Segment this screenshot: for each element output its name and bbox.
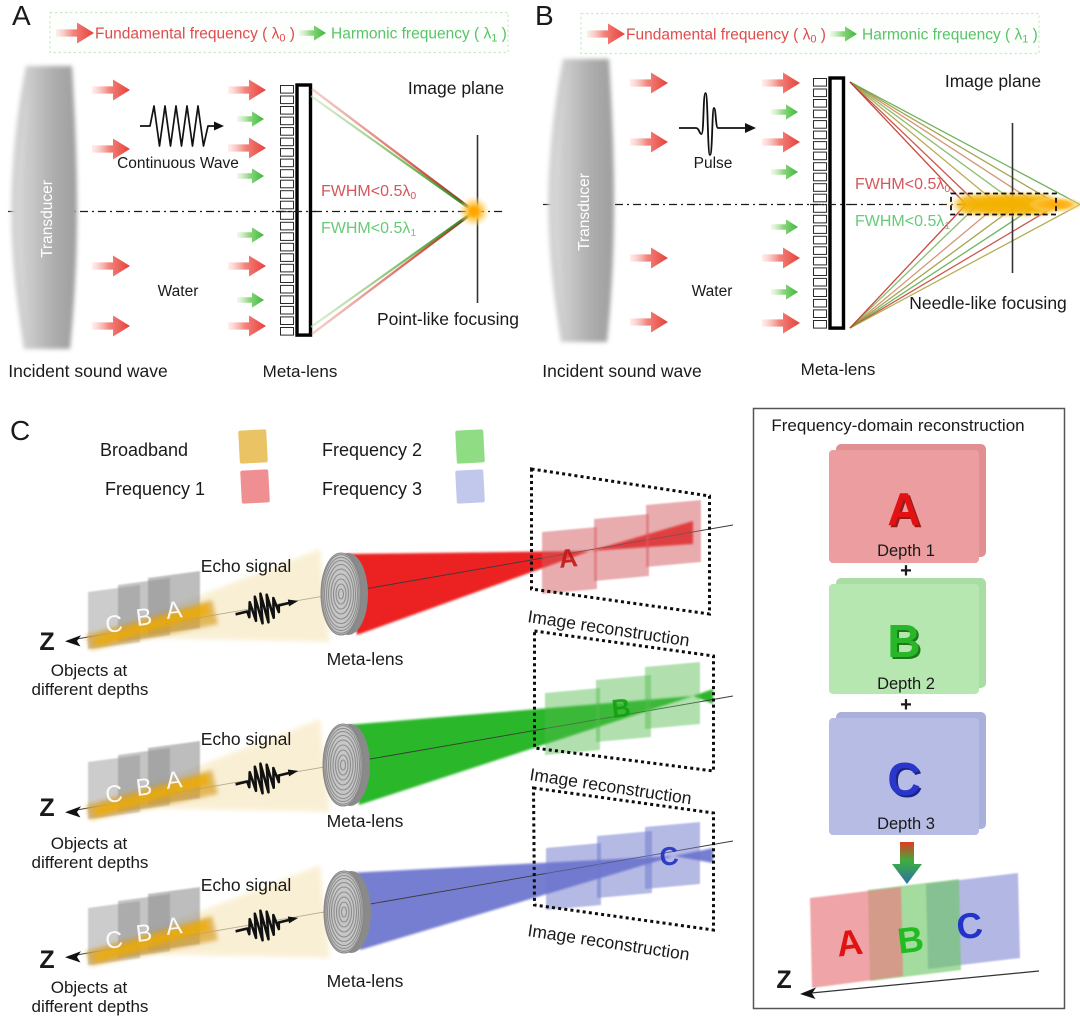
svg-text:Meta-lens: Meta-lens [327, 811, 404, 831]
svg-text:B: B [895, 918, 926, 962]
svg-text:C: C [889, 755, 922, 807]
svg-text:B: B [535, 0, 554, 31]
svg-text:FWHM<0.5λ0: FWHM<0.5λ0 [321, 183, 416, 202]
svg-text:Frequency-domain reconstructio: Frequency-domain reconstruction [771, 416, 1024, 435]
svg-text:Z: Z [39, 794, 54, 822]
svg-text:Meta-lens: Meta-lens [801, 360, 876, 379]
svg-text:A: A [164, 596, 183, 625]
svg-text:Meta-lens: Meta-lens [327, 971, 404, 991]
svg-text:Harmonic frequency ( λ1 ): Harmonic frequency ( λ1 ) [331, 26, 507, 45]
svg-text:Point-like focusing: Point-like focusing [377, 309, 519, 329]
svg-text:different depths: different depths [32, 997, 149, 1016]
svg-text:Echo signal: Echo signal [201, 875, 291, 895]
svg-text:B: B [889, 617, 922, 669]
svg-text:A: A [12, 0, 31, 31]
svg-text:Frequency 1: Frequency 1 [105, 479, 205, 499]
svg-text:+: + [900, 560, 912, 582]
svg-text:Depth 2: Depth 2 [877, 675, 935, 693]
svg-text:Image reconstruction: Image reconstruction [526, 606, 691, 650]
svg-text:Z: Z [776, 966, 791, 994]
svg-text:different depths: different depths [32, 853, 149, 872]
svg-text:B: B [610, 692, 632, 724]
svg-text:C: C [658, 840, 680, 872]
svg-text:C: C [104, 926, 125, 955]
svg-text:FWHM<0.5λ1: FWHM<0.5λ1 [321, 220, 416, 239]
svg-text:Continuous Wave: Continuous Wave [117, 155, 239, 172]
svg-text:A: A [834, 921, 865, 965]
svg-text:Z: Z [39, 628, 54, 656]
svg-text:Meta-lens: Meta-lens [327, 649, 404, 669]
svg-text:Objects at: Objects at [51, 978, 128, 997]
svg-text:B: B [134, 603, 153, 632]
svg-text:Water: Water [158, 283, 199, 300]
svg-text:Image reconstruction: Image reconstruction [528, 764, 693, 808]
svg-text:Incident sound wave: Incident sound wave [542, 361, 702, 381]
svg-text:C: C [887, 753, 920, 805]
svg-text:A: A [889, 485, 922, 537]
svg-text:C: C [10, 415, 30, 446]
svg-text:Image plane: Image plane [408, 78, 504, 98]
svg-text:+: + [900, 694, 912, 716]
svg-text:Echo signal: Echo signal [201, 729, 291, 749]
svg-text:FWHM<0.5λ1: FWHM<0.5λ1 [855, 213, 950, 232]
svg-text:B: B [887, 615, 920, 667]
svg-text:A: A [557, 542, 579, 574]
svg-text:Objects at: Objects at [51, 834, 128, 853]
svg-text:Transducer: Transducer [576, 173, 593, 251]
svg-text:A: A [164, 766, 183, 795]
svg-text:Frequency 2: Frequency 2 [322, 440, 422, 460]
svg-text:B: B [134, 919, 153, 948]
svg-text:Broadband: Broadband [100, 440, 188, 460]
svg-text:Needle-like focusing: Needle-like focusing [909, 293, 1067, 313]
svg-text:C: C [954, 904, 985, 948]
svg-text:Depth 3: Depth 3 [877, 815, 935, 833]
svg-text:A: A [887, 483, 920, 535]
svg-text:Z: Z [39, 946, 54, 974]
svg-text:FWHM<0.5λ0: FWHM<0.5λ0 [855, 176, 950, 195]
svg-text:Image plane: Image plane [945, 71, 1041, 91]
svg-text:Meta-lens: Meta-lens [263, 362, 338, 381]
svg-text:Transducer: Transducer [39, 180, 56, 258]
svg-text:Objects at: Objects at [51, 661, 128, 680]
svg-text:Frequency 3: Frequency 3 [322, 479, 422, 499]
svg-text:A: A [164, 912, 183, 941]
svg-text:Echo signal: Echo signal [201, 556, 291, 576]
svg-text:Image reconstruction: Image reconstruction [526, 920, 691, 964]
svg-text:Water: Water [692, 283, 733, 300]
svg-text:Harmonic frequency ( λ1 ): Harmonic frequency ( λ1 ) [862, 27, 1038, 46]
svg-text:Depth 1: Depth 1 [877, 542, 935, 560]
svg-text:Fundamental frequency ( λ0 ): Fundamental frequency ( λ0 ) [95, 26, 295, 45]
svg-text:Pulse: Pulse [694, 155, 733, 172]
svg-text:B: B [134, 773, 153, 802]
svg-text:Fundamental frequency ( λ0 ): Fundamental frequency ( λ0 ) [626, 27, 826, 46]
svg-text:different depths: different depths [32, 680, 149, 699]
svg-text:C: C [104, 610, 125, 639]
svg-text:C: C [104, 780, 125, 809]
svg-text:Incident sound wave: Incident sound wave [8, 361, 168, 381]
